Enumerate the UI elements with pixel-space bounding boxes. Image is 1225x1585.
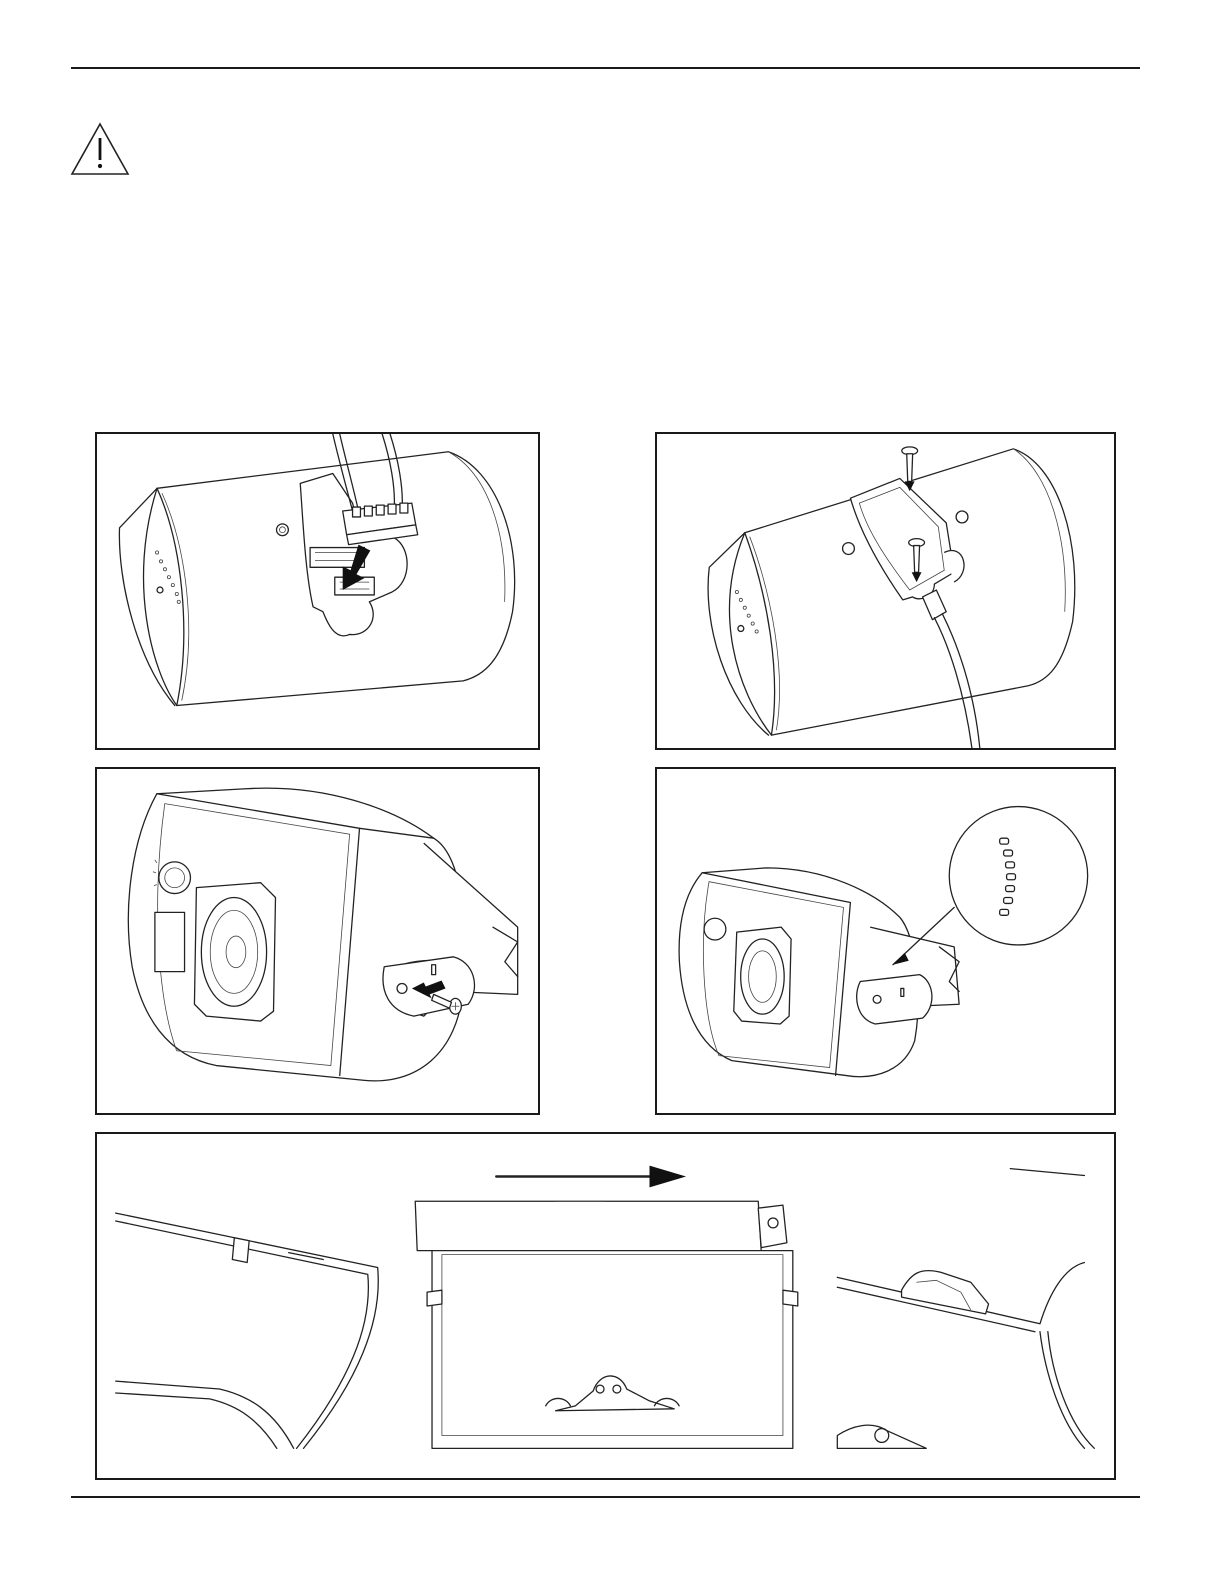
grille-edge-right: [837, 1169, 1094, 1449]
tap-selector-dial: [704, 918, 726, 940]
speaker-top-view: [415, 1201, 798, 1448]
grille-edge-left: [116, 1213, 379, 1448]
figure-connector-insertion: [95, 432, 540, 750]
footer-rule: [71, 1496, 1140, 1498]
woofer: [734, 927, 791, 1024]
figure-grille-slide: [95, 1132, 1116, 1480]
arrow-right-icon: [496, 1166, 686, 1188]
port: [155, 912, 185, 971]
header-rule: [71, 67, 1140, 69]
speaker-body: [679, 868, 918, 1077]
figure-bracket-screw: [95, 767, 540, 1115]
figure-bracket-callout: [655, 767, 1116, 1115]
woofer: [194, 883, 275, 1021]
figure-terminal-cover: [655, 432, 1116, 750]
warning-triangle-icon: [70, 122, 130, 176]
